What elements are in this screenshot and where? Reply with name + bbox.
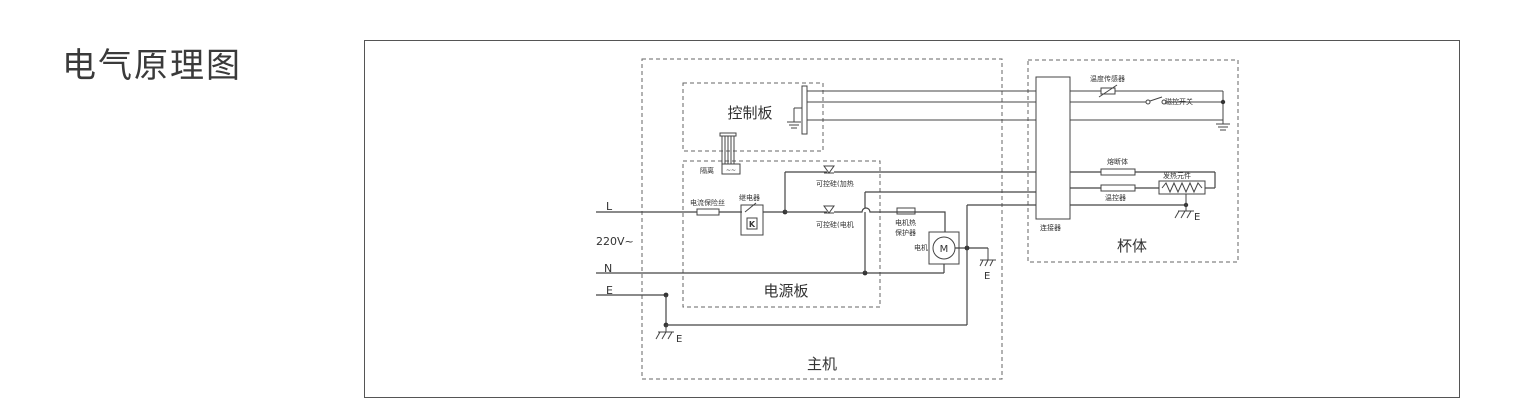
current-fuse bbox=[696, 208, 720, 216]
main-ground-label: E bbox=[676, 334, 682, 345]
power-board-boundary bbox=[682, 160, 881, 308]
heating-element bbox=[1158, 180, 1206, 195]
relay-label: 继电器 bbox=[739, 193, 760, 202]
motor-label: 电机 bbox=[914, 243, 928, 252]
live-label: L bbox=[606, 200, 613, 213]
thermal-fuse bbox=[1100, 168, 1136, 176]
control-board-terminal bbox=[801, 85, 808, 135]
protector-label-1: 电机热 bbox=[895, 218, 916, 227]
isolation-label: 隔离 bbox=[700, 166, 714, 175]
diagram-frame bbox=[364, 40, 1460, 398]
heating-element-label: 发热元件 bbox=[1163, 171, 1191, 180]
connector bbox=[1035, 76, 1071, 220]
cup-body-boundary bbox=[1027, 59, 1239, 263]
control-board-boundary bbox=[682, 82, 824, 152]
thermostat bbox=[1100, 184, 1136, 192]
motor-thermal-protector bbox=[896, 207, 916, 215]
connector-label: 连接器 bbox=[1040, 223, 1061, 232]
neutral-label: N bbox=[604, 262, 612, 275]
cup-earth-label: E bbox=[1194, 212, 1200, 223]
svg-text:~~: ~~ bbox=[726, 167, 736, 174]
magnetic-switch bbox=[1149, 96, 1163, 102]
power-board-label: 电源板 bbox=[763, 282, 808, 300]
thermal-fuse-label: 熔断体 bbox=[1107, 157, 1128, 166]
protector-label-2: 保护器 bbox=[895, 228, 916, 237]
thermostat-label: 温控器 bbox=[1105, 193, 1126, 202]
relay bbox=[740, 204, 764, 236]
magnetic-switch-label: 磁控开关 bbox=[1165, 97, 1193, 106]
control-board-label: 控制板 bbox=[727, 104, 772, 122]
scr-heat-label: 可控硅(加热 bbox=[816, 179, 854, 188]
voltage-label: 220V~ bbox=[596, 235, 634, 248]
temp-sensor-label: 温度传感器 bbox=[1090, 74, 1125, 83]
motor-ground-label: E bbox=[984, 271, 990, 282]
main-unit-boundary bbox=[641, 58, 1003, 380]
page-title: 电气原理图 bbox=[62, 46, 242, 86]
scr-motor-label: 可控硅(电机 bbox=[816, 220, 854, 229]
scr-motor-icon bbox=[823, 205, 835, 214]
earth-label: E bbox=[606, 284, 613, 297]
motor-mark: M bbox=[940, 244, 949, 255]
isolation-component bbox=[719, 132, 737, 137]
cup-body-label: 杯体 bbox=[1117, 237, 1147, 255]
relay-mark: K bbox=[749, 220, 756, 229]
scr-heat-icon bbox=[823, 165, 835, 174]
current-fuse-label: 电流保险丝 bbox=[690, 198, 725, 207]
main-unit-label: 主机 bbox=[807, 355, 837, 373]
